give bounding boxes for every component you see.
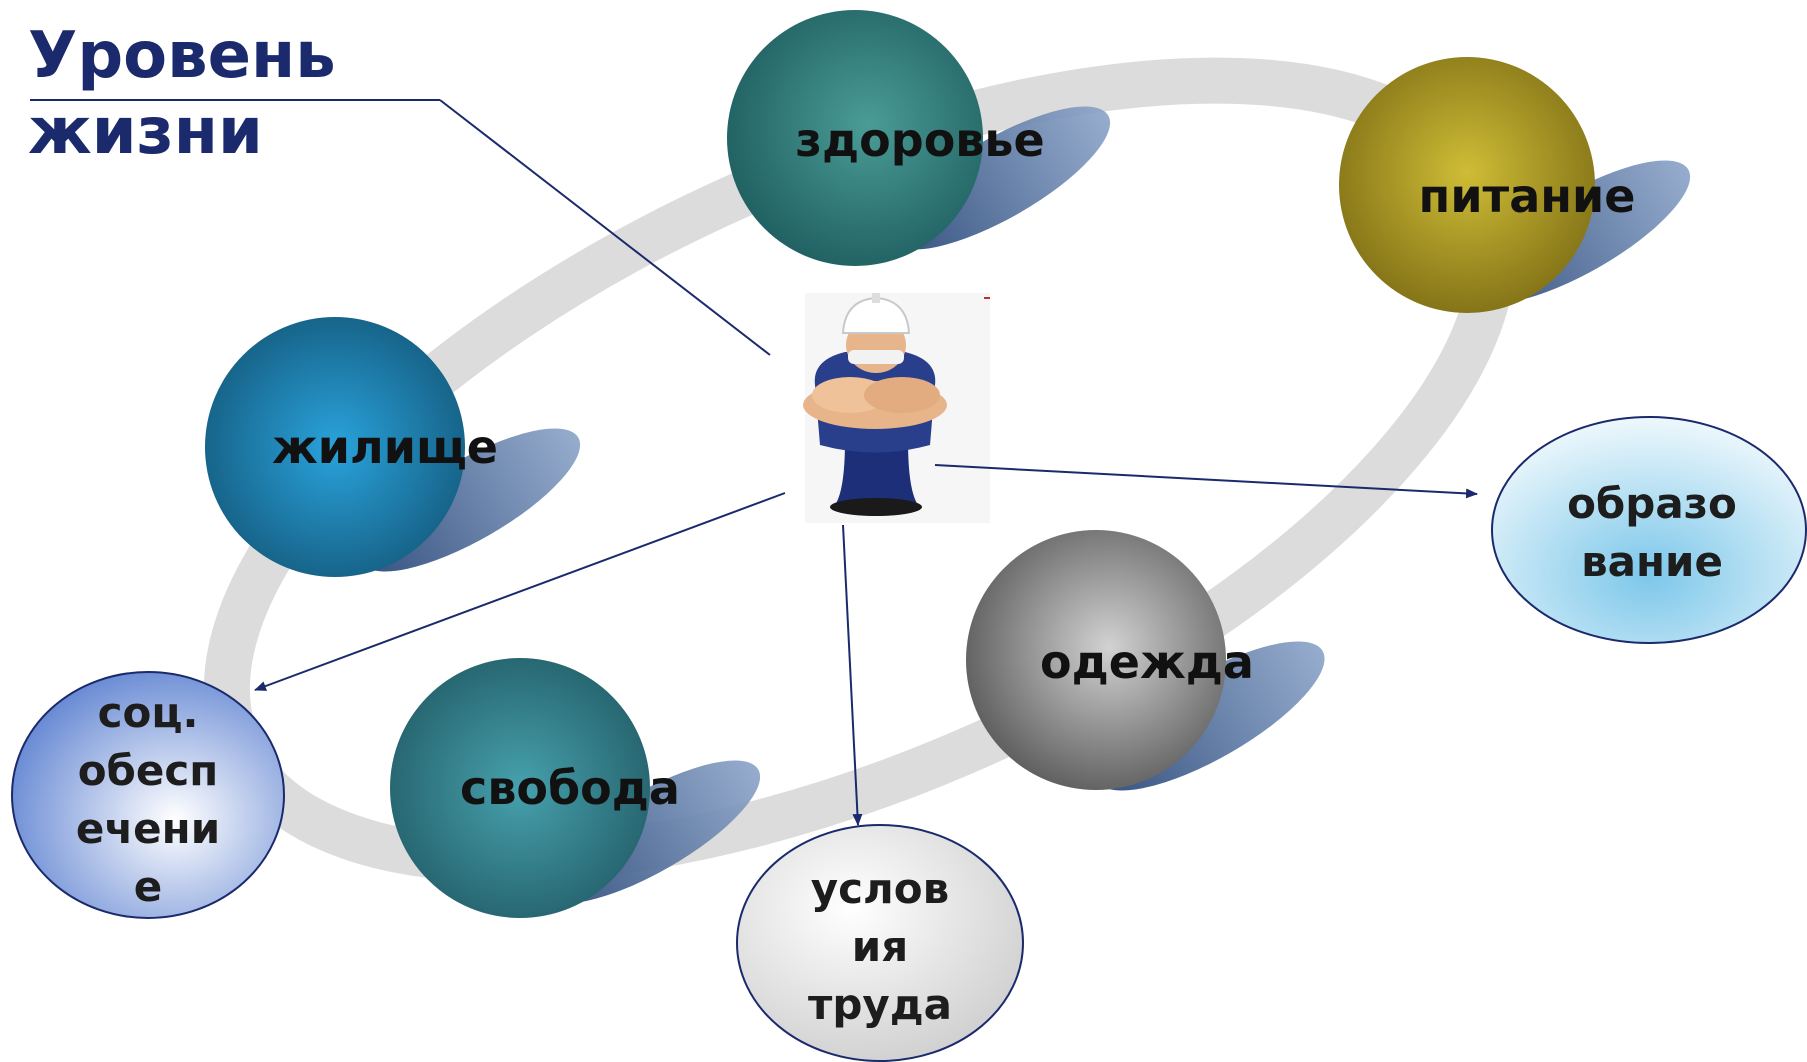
- labor-conditions-ellipse: [736, 824, 1024, 1062]
- title-connector-diagonal: [439, 99, 771, 356]
- housing-label: жилище: [272, 420, 498, 474]
- social-security-label-line-1: соц.: [97, 688, 199, 737]
- social-security-ellipse: [11, 671, 285, 919]
- education-ellipse: [1491, 416, 1807, 644]
- social-security-label-line-3: ечени: [75, 804, 221, 853]
- arrow-to-education: [934, 464, 1478, 499]
- health-label: здоровье: [795, 113, 1045, 167]
- housing-sphere: [205, 317, 465, 577]
- title-line-1: Уровень: [28, 19, 336, 93]
- nutrition-sphere: [1339, 57, 1595, 313]
- clothing-label: одежда: [1040, 635, 1254, 689]
- freedom-label: свобода: [460, 761, 680, 815]
- arrow-to-social-security: [254, 492, 786, 691]
- nutrition-label: питание: [1418, 169, 1636, 223]
- social-security-label-line-4: е: [133, 862, 163, 911]
- clothing-sphere: [966, 530, 1226, 790]
- worker-figure: [803, 293, 990, 523]
- arrow-to-labor-conditions: [842, 524, 863, 826]
- education-label-line-1: образо: [1567, 479, 1737, 528]
- title-line-2: жизни: [28, 95, 263, 169]
- education-label-line-2: вание: [1581, 537, 1723, 586]
- social-security-label: соц. обесп ечени е: [76, 684, 220, 916]
- freedom-sphere: [390, 658, 650, 918]
- health-sphere: [727, 10, 983, 266]
- labor-conditions-label-line-1: услов: [810, 864, 950, 913]
- labor-conditions-label-line-2: ия: [851, 922, 909, 971]
- social-security-label-line-2: обесп: [77, 746, 219, 795]
- education-label: образо вание: [1567, 475, 1737, 591]
- labor-conditions-label-line-3: труда: [807, 980, 953, 1029]
- labor-conditions-label: услов ия труда: [808, 860, 952, 1034]
- diagram-title: Уровень жизни: [28, 18, 336, 170]
